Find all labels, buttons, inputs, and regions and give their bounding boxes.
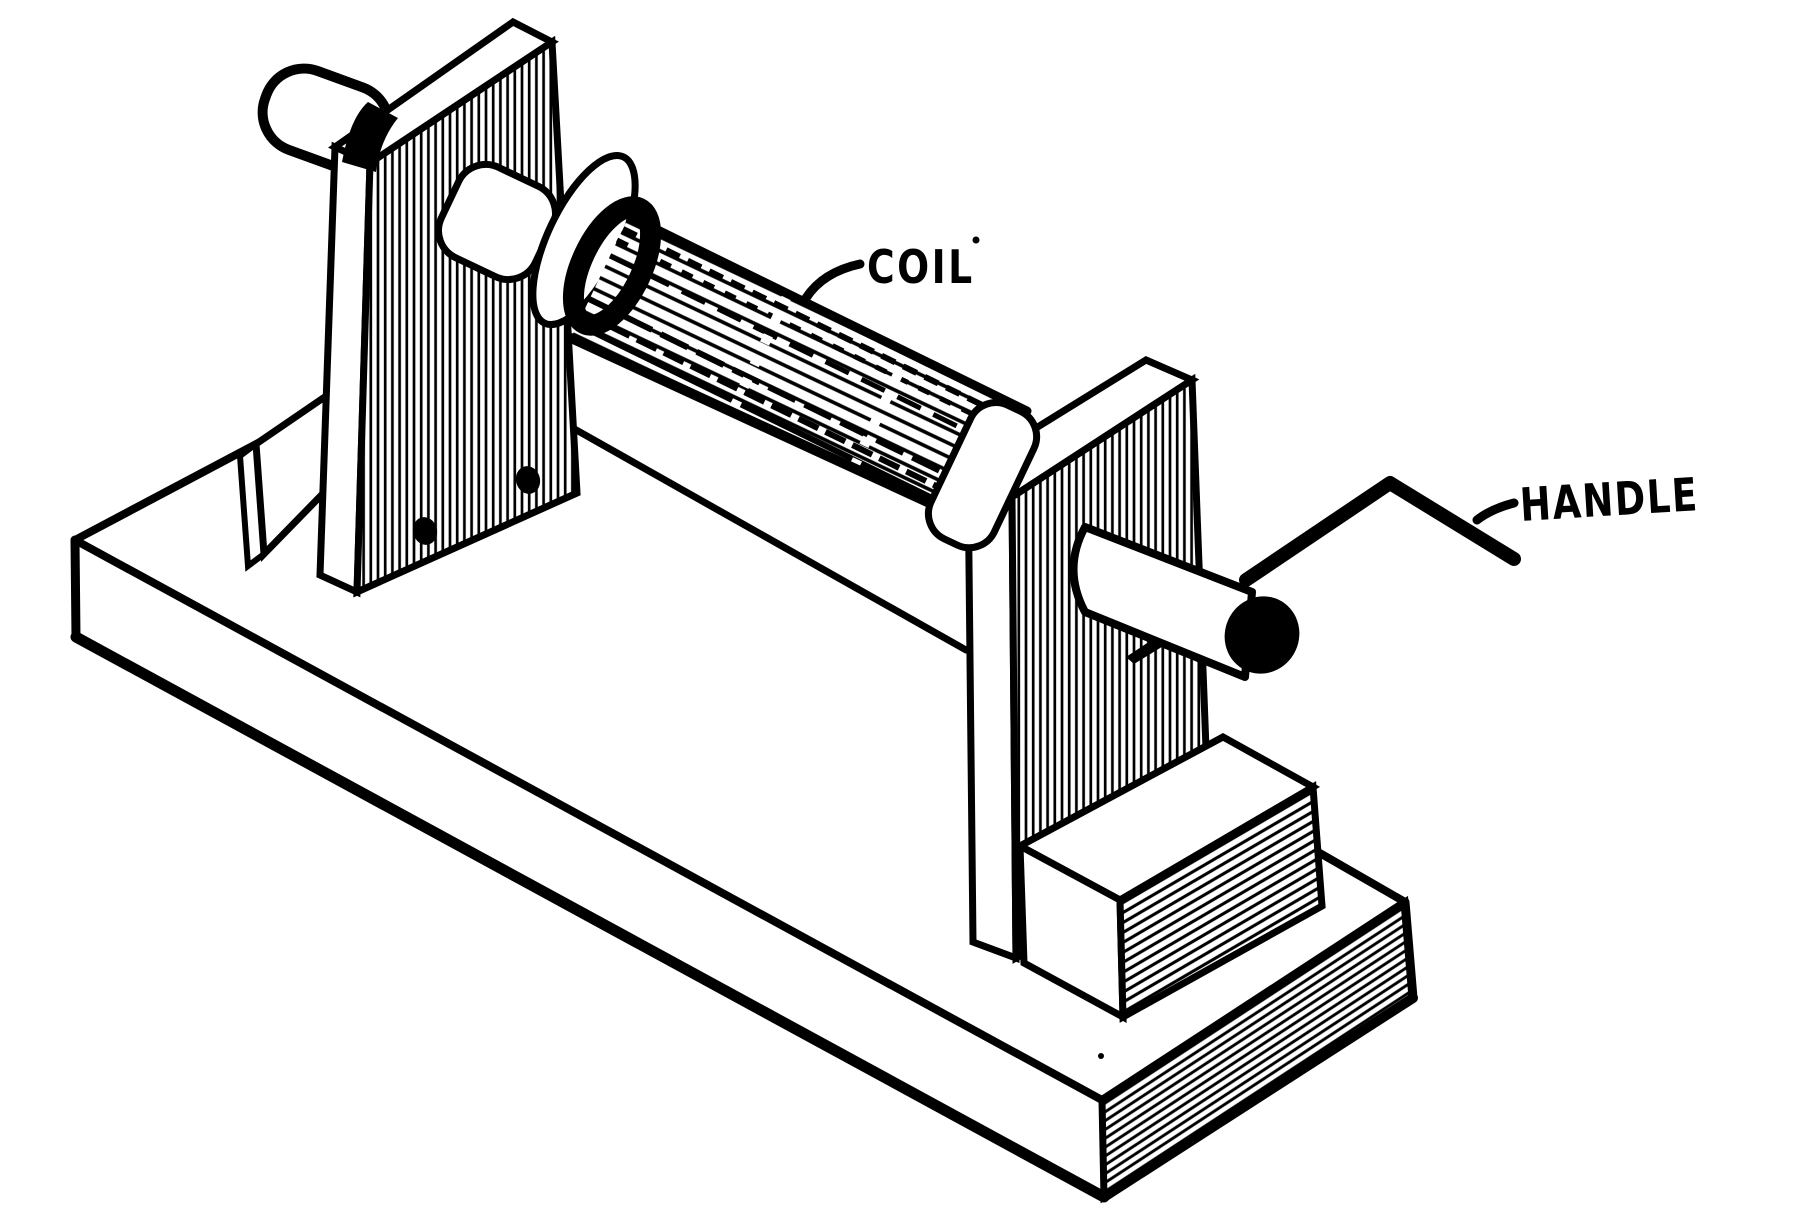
annotations: COIL HANDLE [801,236,1700,1059]
coil-top-outline [624,211,1032,416]
base-front-top-edge [71,536,1106,1104]
coil-label: COIL [867,240,975,294]
shaft-end-cap [1224,596,1300,674]
handle-label: HANDLE [1518,467,1700,532]
coil-left-rim [562,196,662,336]
screw-hole [515,466,541,494]
handle-leader-line [1472,498,1519,525]
ink-speck [972,236,980,244]
base-right-edge [1400,897,1418,1003]
base-left-edge [70,535,81,642]
base-end-top-edge [1098,898,1409,1104]
coil-right-collar [924,399,1041,552]
shaft-cylinder [1069,523,1256,681]
base-end-bottom-edge [1099,993,1418,1202]
coil-leader-line [801,259,865,303]
base-rear-edge-right [1314,848,1409,906]
right-block-hatched-face [1116,781,1326,1023]
base-front-bottom-edge [70,631,1110,1203]
stub-joint-shadow [342,102,398,172]
coil-winding-texture [575,226,1023,522]
screw-hole [412,517,438,545]
right-support-block [1012,733,1326,1023]
coil-assembly [435,151,1041,552]
ink-speck [1098,1053,1104,1059]
base-rear-edge-middle [567,423,970,654]
crank-handle-rod [1239,476,1521,587]
coil-bottom-outline [566,333,978,528]
base-rear-edge-left [71,438,264,544]
base-front-face [75,540,1104,1197]
shaft-and-crank [1069,476,1521,681]
